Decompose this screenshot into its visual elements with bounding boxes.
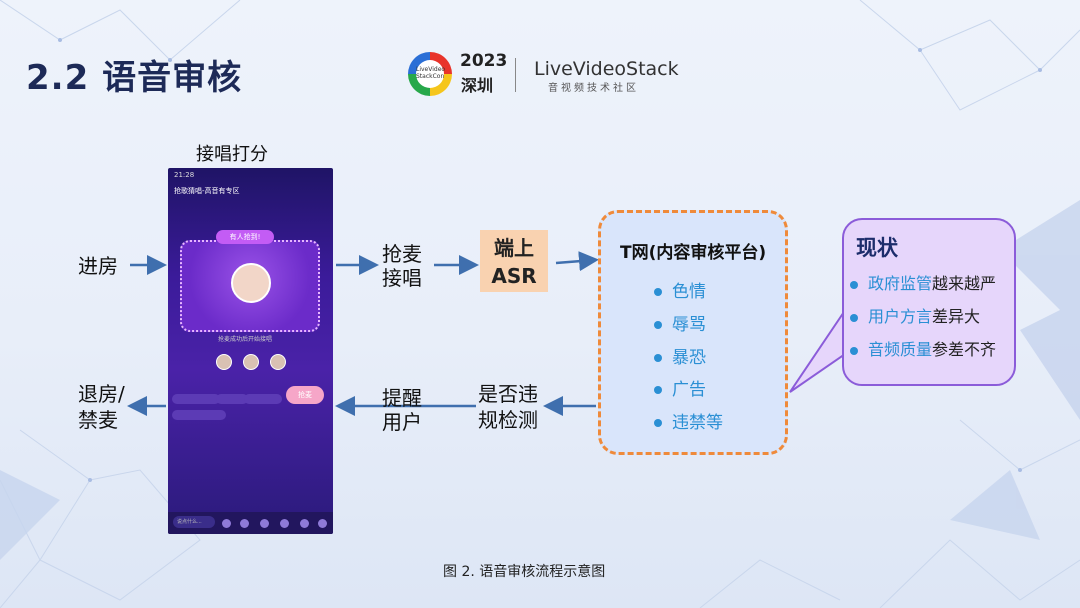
asr-box: 端上 ASR	[480, 230, 548, 292]
chat-chip	[172, 394, 220, 404]
bullet-icon	[850, 346, 858, 355]
bullet-icon	[654, 321, 662, 329]
bullet-icon	[654, 288, 662, 296]
remind-label-1: 提醒	[382, 386, 422, 410]
bullet-icon	[850, 313, 858, 322]
logo-divider	[515, 58, 516, 92]
platform-title: T网(内容审核平台)	[620, 243, 767, 263]
phone-status-time: 21:28	[174, 171, 195, 179]
grab-mic-label-2: 接唱	[382, 266, 422, 290]
singer-avatar	[231, 263, 271, 303]
bullet-icon	[850, 280, 858, 289]
status-callout	[842, 218, 1016, 386]
logo-circle-text: LiveVideo StackCon	[416, 60, 445, 88]
content-review-platform-box	[598, 210, 788, 455]
phone-card-caption: 抢麦成功后开始接唱	[218, 336, 273, 343]
chat-chip	[216, 394, 248, 404]
phone-card-badge: 有人抢到!	[216, 230, 274, 244]
status-item: 音频质量参差不齐	[850, 336, 996, 360]
chat-chip	[172, 410, 226, 420]
check-label-1: 是否违	[478, 382, 538, 406]
conference-logo-icon: LiveVideo StackCon	[408, 52, 452, 96]
logo-year: 2023	[460, 51, 508, 71]
player-avatar	[216, 354, 232, 370]
status-title: 现状	[856, 236, 898, 260]
arrow-asr-to-platform	[555, 251, 599, 272]
brand-logo-subtitle: 音视频技术社区	[548, 83, 639, 94]
figure-caption: 图 2. 语音审核流程示意图	[443, 564, 606, 580]
platform-item: 色情	[654, 277, 706, 302]
check-label-2: 规检测	[478, 408, 538, 432]
logo-city: 深圳	[461, 76, 494, 95]
mic-icon[interactable]	[260, 519, 269, 528]
bell-icon[interactable]	[280, 519, 289, 528]
remind-label-2: 用户	[382, 410, 422, 434]
grab-mic-button[interactable]: 抢麦	[286, 386, 324, 404]
chat-input[interactable]: 说点什么...	[173, 516, 215, 528]
menu-icon[interactable]	[318, 519, 327, 528]
status-item: 政府监管越来越严	[850, 270, 996, 294]
chat-chip	[244, 394, 282, 404]
platform-item: 广告	[654, 375, 706, 400]
volume-icon[interactable]	[240, 519, 249, 528]
player-avatar	[243, 354, 259, 370]
brand-logo: LiveVideoStack	[534, 58, 679, 80]
platform-item: 违禁等	[654, 408, 723, 433]
asr-label-2: ASR	[491, 264, 537, 288]
asr-label-1: 端上	[494, 236, 534, 260]
bullet-icon	[654, 419, 662, 427]
flow-arrows	[127, 251, 599, 416]
bullet-icon	[654, 386, 662, 394]
page-title: 2.2 语音审核	[26, 58, 243, 98]
exit-label-2: 禁麦	[78, 408, 118, 432]
enter-room-label: 进房	[78, 254, 118, 278]
platform-item: 辱骂	[654, 310, 706, 335]
grab-mic-label-1: 抢麦	[382, 242, 422, 266]
status-item: 用户方言差异大	[850, 303, 980, 327]
exit-label-1: 退房/	[78, 382, 125, 406]
phone-screenshot: 21:28 抢歌猜唱-高音有专区 有人抢到! 抢麦成功后开始接唱 抢麦 说点什么…	[168, 168, 333, 534]
phone-label: 接唱打分	[196, 144, 268, 165]
player-avatar	[270, 354, 286, 370]
bullet-icon	[654, 354, 662, 362]
gift-icon[interactable]	[222, 519, 231, 528]
message-icon[interactable]	[300, 519, 309, 528]
platform-item: 暴恐	[654, 343, 706, 368]
phone-room-name: 抢歌猜唱-高音有专区	[174, 187, 240, 195]
